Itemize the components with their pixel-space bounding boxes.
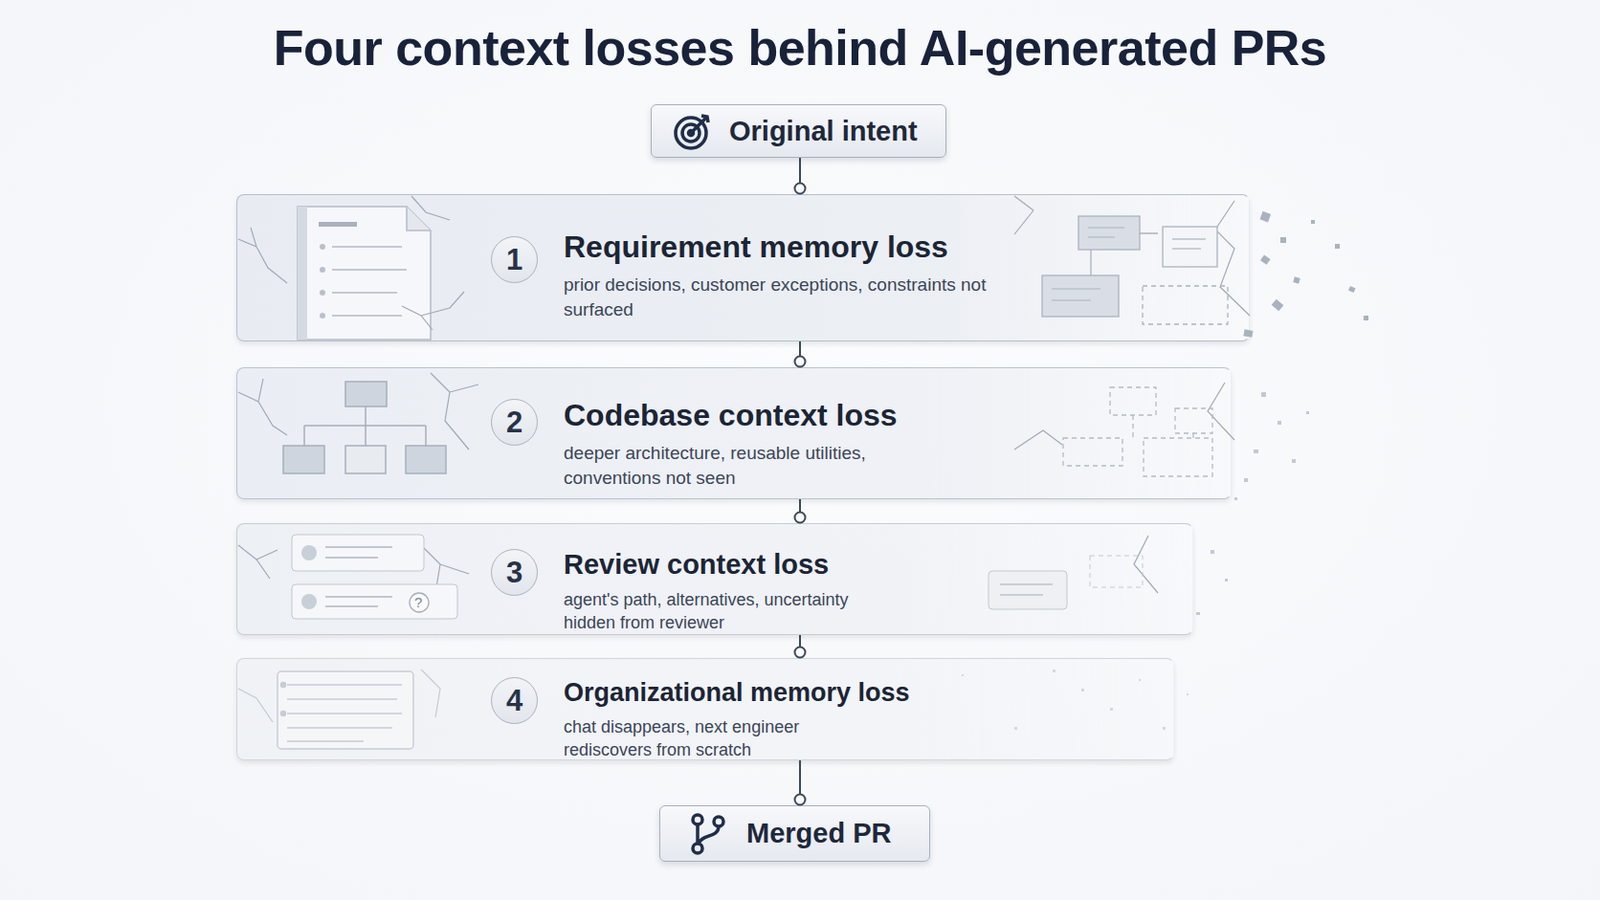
connector-line [799,760,801,800]
box-label: Merged PR [746,818,891,850]
band-description: chat disappears, next engineer rediscove… [563,715,823,763]
band-text: Organizational memory loss chat disappear… [563,678,823,763]
band-text: Review context loss agent's path, alterna… [563,549,880,636]
connector-dot [795,647,806,659]
flow-connector [795,499,806,524]
callout-number: 3 [506,555,523,591]
flow-connector [795,760,806,806]
loss-band: Organizational memory loss chat disappear… [236,658,1175,761]
connector-dot [795,356,806,368]
callout-number: 2 [506,405,523,441]
band-heading: Codebase context loss [563,398,947,434]
connector-line [799,499,801,518]
band-text: Codebase context loss deeper architecture… [563,398,947,490]
band-text: Requirement memory loss prior decisions, … [563,229,1023,322]
diagram-title: Four context losses behind AI-generated … [0,19,1600,77]
flow-connector [795,341,806,368]
band-heading: Review context loss [563,549,880,581]
connector-dot [795,512,806,524]
flow-connector [795,635,806,659]
band-description: deeper architecture, reusable utilities,… [563,441,947,490]
step-number: 1 [490,236,538,284]
band-heading: Requirement memory loss [563,229,1023,266]
step-number: 4 [490,677,538,725]
box-label: Original intent [729,115,918,148]
question-mark: ? [414,594,423,611]
callout-number: 1 [506,243,523,278]
connector-dot [795,795,806,806]
connector-line [799,341,801,362]
step-number: 2 [490,399,538,446]
callout-number: 4 [506,684,523,719]
connector-dot [795,183,806,195]
flow-connector [795,157,806,195]
step-number: 3 [490,549,538,597]
result-box: Merged PR [659,805,931,863]
intent-box: Original intent [650,104,947,158]
connector-line [799,635,801,653]
loss-band: Review context loss agent's path, alterna… [236,523,1194,636]
loss-band: Codebase context loss deeper architecture… [236,367,1232,500]
band-heading: Organizational memory loss [563,678,823,709]
loss-band: Requirement memory loss prior decisions, … [236,194,1250,342]
band-description: agent's path, alternatives, uncertainty … [563,588,880,636]
connector-line [799,157,801,189]
band-description: prior decisions, customer exceptions, co… [563,272,1023,322]
